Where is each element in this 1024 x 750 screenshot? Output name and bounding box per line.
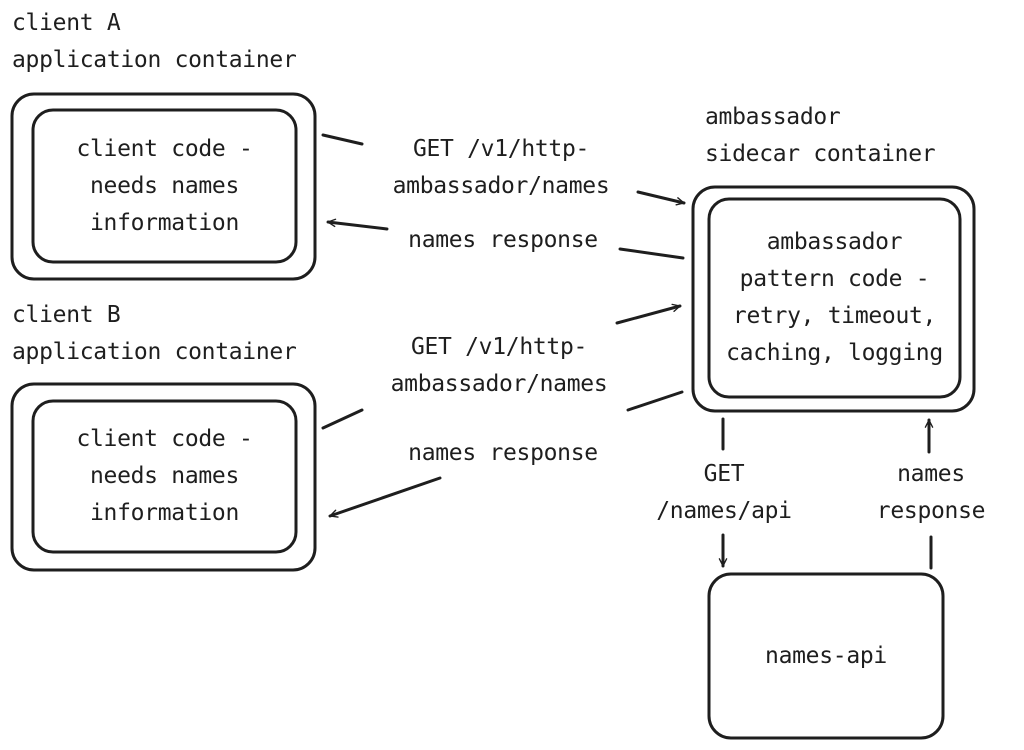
ambassador-code-line-3: retry, timeout,	[732, 303, 937, 329]
edge-b-request-label-line-1: GET /v1/http-	[410, 334, 588, 360]
edge-a-response-label-text: names response	[408, 227, 598, 253]
client-a-title-line-2: application container	[12, 47, 297, 73]
names-api-label: names-api	[709, 574, 943, 738]
edge-a-request-line	[321, 133, 364, 146]
ambassador-code-line-4: caching, logging	[726, 340, 943, 366]
edge-a-request-label-line-2: ambassador/names	[392, 173, 610, 199]
edge-a-response-label: names response	[387, 222, 619, 259]
ambassador-code-text: ambassador pattern code - retry, timeout…	[709, 199, 960, 397]
edge-b-response-label: names response	[387, 435, 619, 472]
edge-api-request-label-line-2: /names/api	[656, 498, 792, 524]
edge-a-request-label-line-1: GET /v1/http-	[412, 136, 590, 162]
ambassador-inner-box	[707, 197, 962, 399]
client-a-code-text: client code - needs names information	[33, 110, 296, 262]
edge-b-response-line	[626, 390, 684, 412]
client-a-title-line-1: client A	[12, 10, 121, 36]
names-api-box	[707, 572, 945, 740]
edge-a-response-arrow	[326, 218, 389, 231]
ambassador-title: ambassador sidecar container	[705, 99, 936, 173]
ambassador-title-line-1: ambassador	[705, 104, 841, 130]
client-b-outer-box	[10, 382, 317, 572]
edge-a-request-arrow	[636, 190, 686, 206]
client-b-title: client B application container	[12, 297, 297, 371]
client-b-code-line-1: client code -	[76, 426, 253, 452]
client-a-inner-box	[31, 108, 298, 264]
client-b-code-line-2: needs names	[89, 463, 240, 489]
ambassador-code-line-2: pattern code -	[739, 266, 930, 292]
edge-api-request-label: GET /names/api	[633, 456, 815, 530]
client-b-title-line-1: client B	[12, 302, 121, 328]
ambassador-title-line-2: sidecar container	[705, 141, 936, 167]
edge-b-response-arrow	[328, 476, 442, 518]
ambassador-outer-box	[691, 185, 976, 413]
client-b-code-line-3: information	[89, 500, 240, 526]
edge-b-request-arrow	[615, 303, 682, 325]
client-b-title-line-2: application container	[12, 339, 297, 365]
edge-b-request-label: GET /v1/http- ambassador/names	[362, 329, 636, 403]
edge-api-response-label-line-2: response	[876, 498, 986, 524]
edge-a-response-line	[618, 247, 685, 260]
edge-b-request-line	[321, 408, 364, 430]
edge-api-response-label: names response	[862, 456, 1000, 530]
client-a-outer-box	[10, 92, 317, 281]
client-a-code-line-2: needs names	[89, 172, 240, 199]
ambassador-code-line-1: ambassador	[766, 229, 903, 255]
client-a-title: client A application container	[12, 5, 297, 79]
edge-b-request-label-line-2: ambassador/names	[390, 371, 608, 397]
edge-b-response-label-text: names response	[408, 440, 598, 466]
client-b-inner-box	[31, 399, 298, 554]
edge-a-request-label: GET /v1/http- ambassador/names	[364, 131, 638, 205]
edge-api-response-label-line-1: names	[897, 461, 965, 487]
edge-api-request-label-line-1: GET	[703, 461, 745, 487]
client-a-code-line-3: information	[89, 209, 240, 236]
names-api-label-text: names-api	[765, 642, 887, 669]
client-b-code-text: client code - needs names information	[33, 401, 296, 552]
client-a-code-line-1: client code -	[76, 135, 253, 162]
